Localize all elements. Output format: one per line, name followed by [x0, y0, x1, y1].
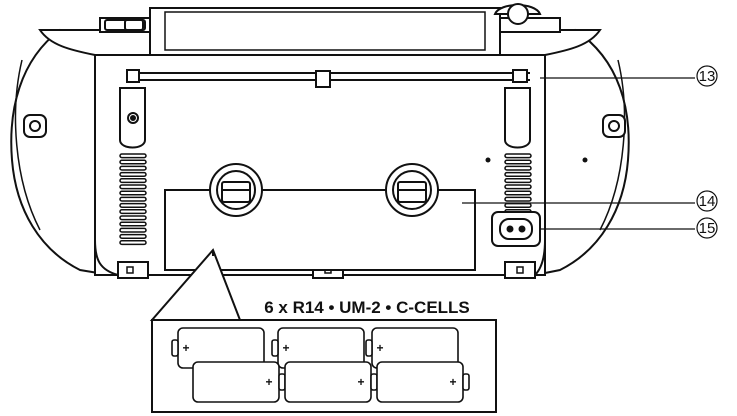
- vent-slot: [119, 159, 147, 165]
- battery-terminal: [365, 339, 373, 357]
- vent-slot: [119, 221, 147, 227]
- battery-cell: +: [284, 361, 378, 403]
- vent-slot: [504, 178, 532, 184]
- vent-slot: [119, 178, 147, 184]
- vent-slot: [504, 184, 532, 190]
- battery-cell: +: [271, 327, 365, 369]
- callout-14: 14: [696, 190, 718, 212]
- callout-leaders: [462, 77, 695, 230]
- vent-slot: [119, 196, 147, 202]
- vent-slot: [504, 153, 532, 159]
- battery-terminal: [370, 373, 378, 391]
- battery-polarity-label: +: [357, 375, 364, 389]
- callout-14-label: 14: [699, 193, 716, 210]
- battery-compartment-door: [164, 163, 476, 271]
- vent-slot: [119, 190, 147, 196]
- callout-13-label: 13: [699, 68, 716, 85]
- callout-15-label: 15: [699, 220, 716, 237]
- latch-knob-left: [209, 163, 263, 217]
- battery-polarity-label: +: [182, 341, 189, 355]
- vent-slot: [504, 196, 532, 202]
- battery-cell: +: [376, 361, 470, 403]
- vent-slot: [119, 184, 147, 190]
- vent-slot: [119, 227, 147, 233]
- battery-terminal: [171, 339, 179, 357]
- battery-terminal: [462, 373, 470, 391]
- callout-15: 15: [696, 217, 718, 239]
- latch-knob-right: [385, 163, 439, 217]
- left-vent-grille: [119, 153, 147, 246]
- vent-slot: [119, 240, 147, 246]
- battery-terminal: [271, 339, 279, 357]
- vent-slot: [119, 165, 147, 171]
- vent-slot: [119, 202, 147, 208]
- battery-cell: +: [192, 361, 286, 403]
- vent-slot: [119, 209, 147, 215]
- vent-slot: [504, 171, 532, 177]
- battery-polarity-label: +: [265, 375, 272, 389]
- vent-slot: [119, 153, 147, 159]
- vent-slot: [504, 159, 532, 165]
- vent-slot: [119, 171, 147, 177]
- vent-slot: [504, 202, 532, 208]
- battery-inset: + + + + + +: [151, 319, 497, 413]
- battery-cell: +: [365, 327, 459, 369]
- battery-polarity-label: +: [376, 341, 383, 355]
- battery-terminal: [278, 373, 286, 391]
- callout-13: 13: [696, 65, 718, 87]
- ac-power-socket: [491, 211, 541, 247]
- vent-slot: [119, 233, 147, 239]
- battery-polarity-label: +: [282, 341, 289, 355]
- battery-spec-label: 6 x R14 • UM-2 • C-CELLS: [264, 298, 470, 317]
- vent-slot: [119, 215, 147, 221]
- vent-slot: [504, 165, 532, 171]
- battery-polarity-label: +: [449, 375, 456, 389]
- battery-cells: + + + + + +: [171, 327, 470, 403]
- vent-slot: [504, 190, 532, 196]
